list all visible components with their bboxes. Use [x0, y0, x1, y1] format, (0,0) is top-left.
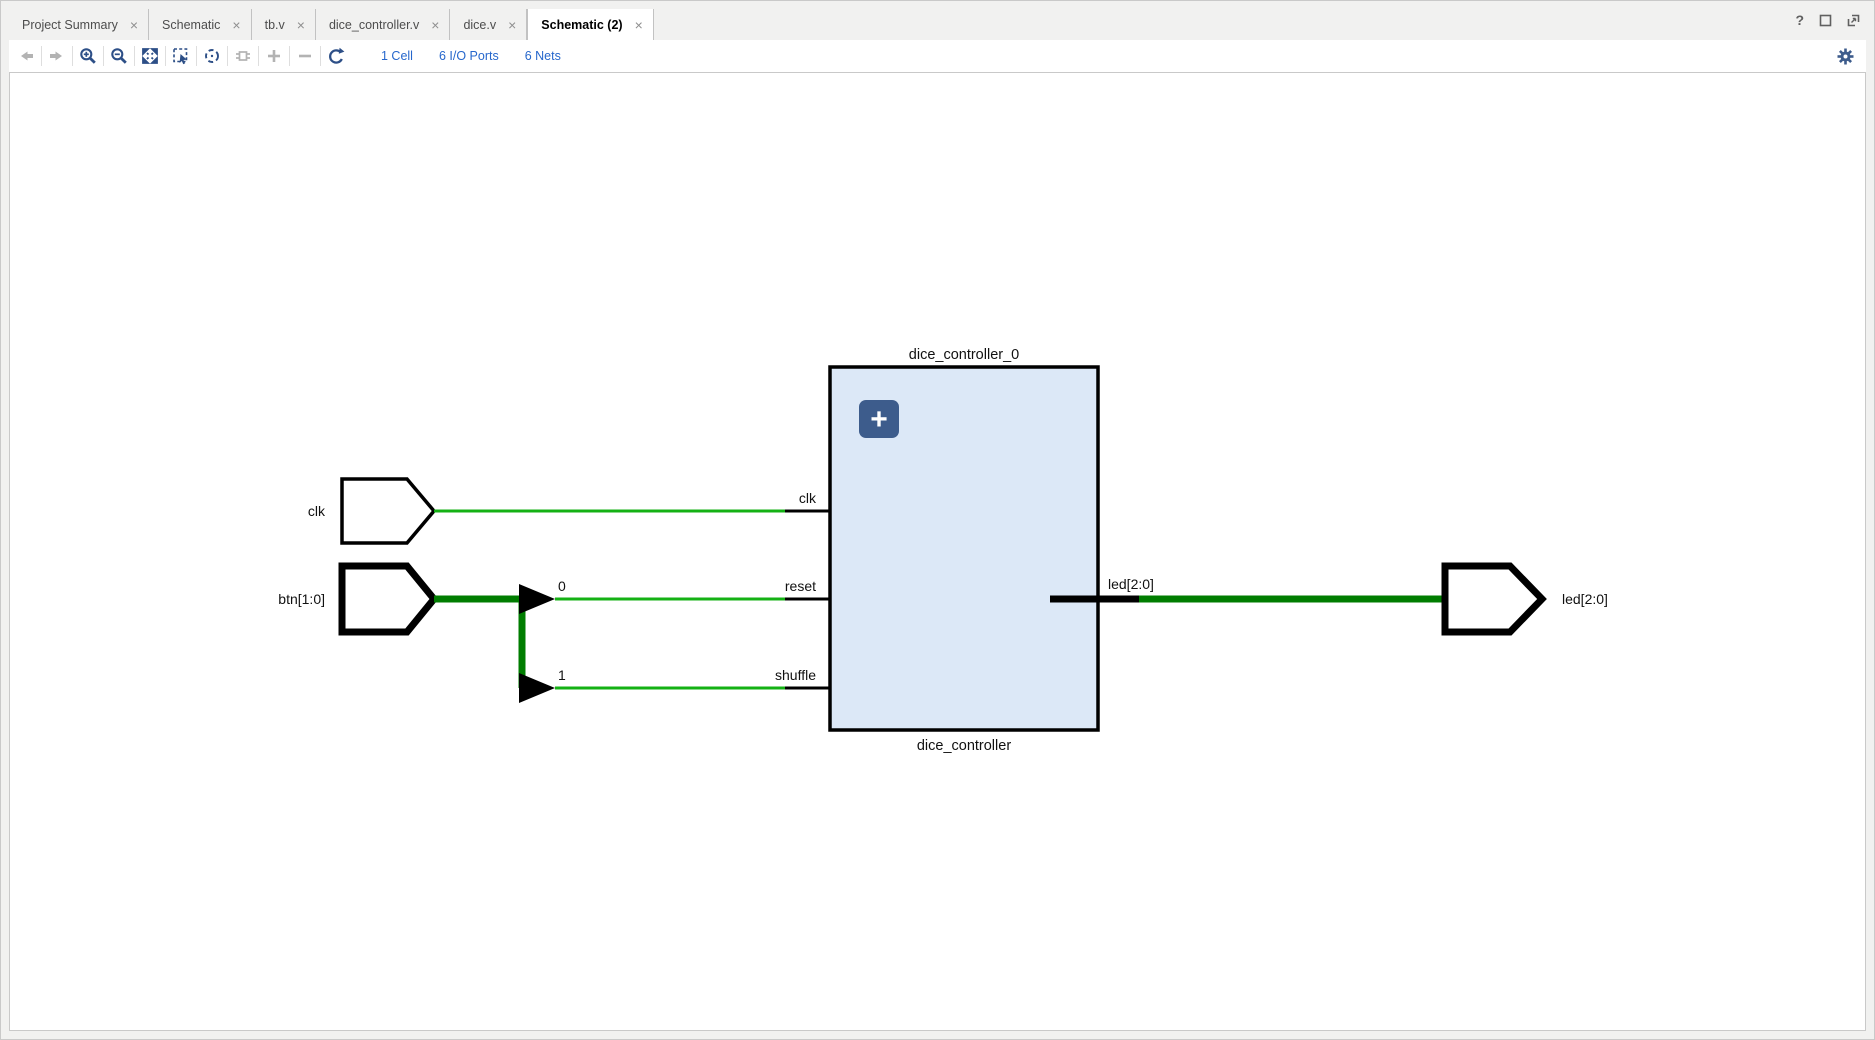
tab-label: dice.v: [463, 17, 497, 32]
regenerate-button[interactable]: [325, 45, 347, 67]
maximize-icon[interactable]: [1819, 14, 1832, 27]
expand-cell-button[interactable]: +: [859, 400, 899, 438]
tab-close-icon[interactable]: ×: [232, 16, 241, 33]
output-port-led[interactable]: [1441, 562, 1547, 636]
tab-close-icon[interactable]: ×: [129, 16, 139, 33]
zoom-in-icon: [80, 48, 96, 64]
expand-cone-icon: [236, 51, 250, 61]
window-controls: ?: [1795, 12, 1860, 28]
bus-tap-0[interactable]: [519, 584, 555, 614]
tab-dice-v[interactable]: dice.v ×: [450, 9, 528, 40]
tab-project-summary[interactable]: Project Summary ×: [9, 9, 150, 40]
tab-label: dice_controller.v: [328, 17, 420, 32]
zoom-out-icon: [111, 48, 127, 64]
input-port-btn[interactable]: [338, 562, 439, 636]
tab-close-icon[interactable]: ×: [508, 16, 517, 33]
tab-label: Project Summary: [22, 17, 118, 32]
tab-close-icon[interactable]: ×: [431, 16, 440, 33]
toolbar-separator: [72, 46, 73, 66]
tab-close-icon[interactable]: ×: [634, 16, 643, 33]
bus-tap-1[interactable]: [519, 673, 555, 703]
pin-reset-label: reset: [785, 578, 816, 594]
input-port-clk-label: clk: [308, 503, 326, 519]
tab-schematic[interactable]: Schematic ×: [149, 9, 252, 40]
float-window-icon[interactable]: [1847, 14, 1860, 27]
tab-schematic-2[interactable]: Schematic (2) ×: [527, 9, 654, 41]
tab-label: tb.v: [264, 17, 285, 32]
toolbar-separator: [227, 46, 228, 66]
toolbar-separator: [289, 46, 290, 66]
tab-label: Schematic: [162, 17, 221, 32]
zoom-fit-icon: [142, 48, 158, 64]
toolbar-separator: [134, 46, 135, 66]
zoom-out-button[interactable]: [108, 45, 130, 67]
zoom-to-selection-button[interactable]: [170, 45, 192, 67]
tab-label: Schematic (2): [541, 17, 623, 32]
input-port-clk[interactable]: [340, 477, 437, 545]
expand-cell-glyph: +: [870, 403, 888, 436]
zoom-in-button[interactable]: [77, 45, 99, 67]
back-icon: [21, 51, 33, 61]
forward-icon: [50, 51, 62, 61]
toolbar-separator: [320, 46, 321, 66]
expand-cone-button[interactable]: [232, 45, 254, 67]
help-icon[interactable]: ?: [1795, 12, 1804, 28]
nets-link[interactable]: 6 Nets: [524, 49, 561, 63]
zoom-fit-button[interactable]: [139, 45, 161, 67]
io-ports-link[interactable]: 6 I/O Ports: [438, 49, 499, 63]
settings-button[interactable]: [1834, 45, 1856, 67]
forward-button[interactable]: [46, 45, 68, 67]
back-button[interactable]: [15, 45, 37, 67]
document-tabbar: Project Summary × Schematic × tb.v × dic…: [9, 9, 1866, 41]
remove-button[interactable]: [294, 45, 316, 67]
gear-icon: [1837, 48, 1853, 64]
toolbar-separator: [196, 46, 197, 66]
tab-tb-v[interactable]: tb.v ×: [252, 9, 316, 40]
toolbar-separator: [165, 46, 166, 66]
cell-instance-name: dice_controller_0: [909, 347, 1019, 363]
toolbar-separator: [41, 46, 42, 66]
cell-ref-name: dice_controller: [917, 738, 1011, 754]
schematic-drawing: clk clk btn[1:0] 0 reset 1 shuffle dice_: [278, 347, 1608, 754]
zoom-to-cursor-icon: [205, 49, 219, 63]
add-icon: [268, 50, 280, 62]
schematic-stats: 1 Cell 6 I/O Ports 6 Nets: [381, 49, 561, 63]
bus-tap-1-label: 1: [558, 667, 566, 683]
input-port-btn-label: btn[1:0]: [278, 591, 325, 607]
regenerate-icon: [329, 47, 345, 64]
output-port-led-label: led[2:0]: [1562, 591, 1608, 607]
zoom-to-cursor-button[interactable]: [201, 45, 223, 67]
toolbar-separator: [103, 46, 104, 66]
net-led-label: led[2:0]: [1108, 576, 1154, 592]
schematic-toolbar: 1 Cell 6 I/O Ports 6 Nets: [9, 40, 1866, 72]
bus-tap-0-label: 0: [558, 578, 566, 594]
schematic-canvas[interactable]: clk clk btn[1:0] 0 reset 1 shuffle dice_: [9, 72, 1866, 1031]
pin-shuffle-label: shuffle: [775, 667, 816, 683]
pin-clk-label: clk: [799, 490, 817, 506]
toolbar-separator: [258, 46, 259, 66]
zoom-to-selection-icon: [173, 48, 188, 65]
cells-link[interactable]: 1 Cell: [381, 49, 413, 63]
remove-icon: [299, 54, 311, 58]
tab-dice-controller-v[interactable]: dice_controller.v ×: [316, 9, 451, 40]
tab-close-icon[interactable]: ×: [296, 16, 305, 33]
add-button[interactable]: [263, 45, 285, 67]
